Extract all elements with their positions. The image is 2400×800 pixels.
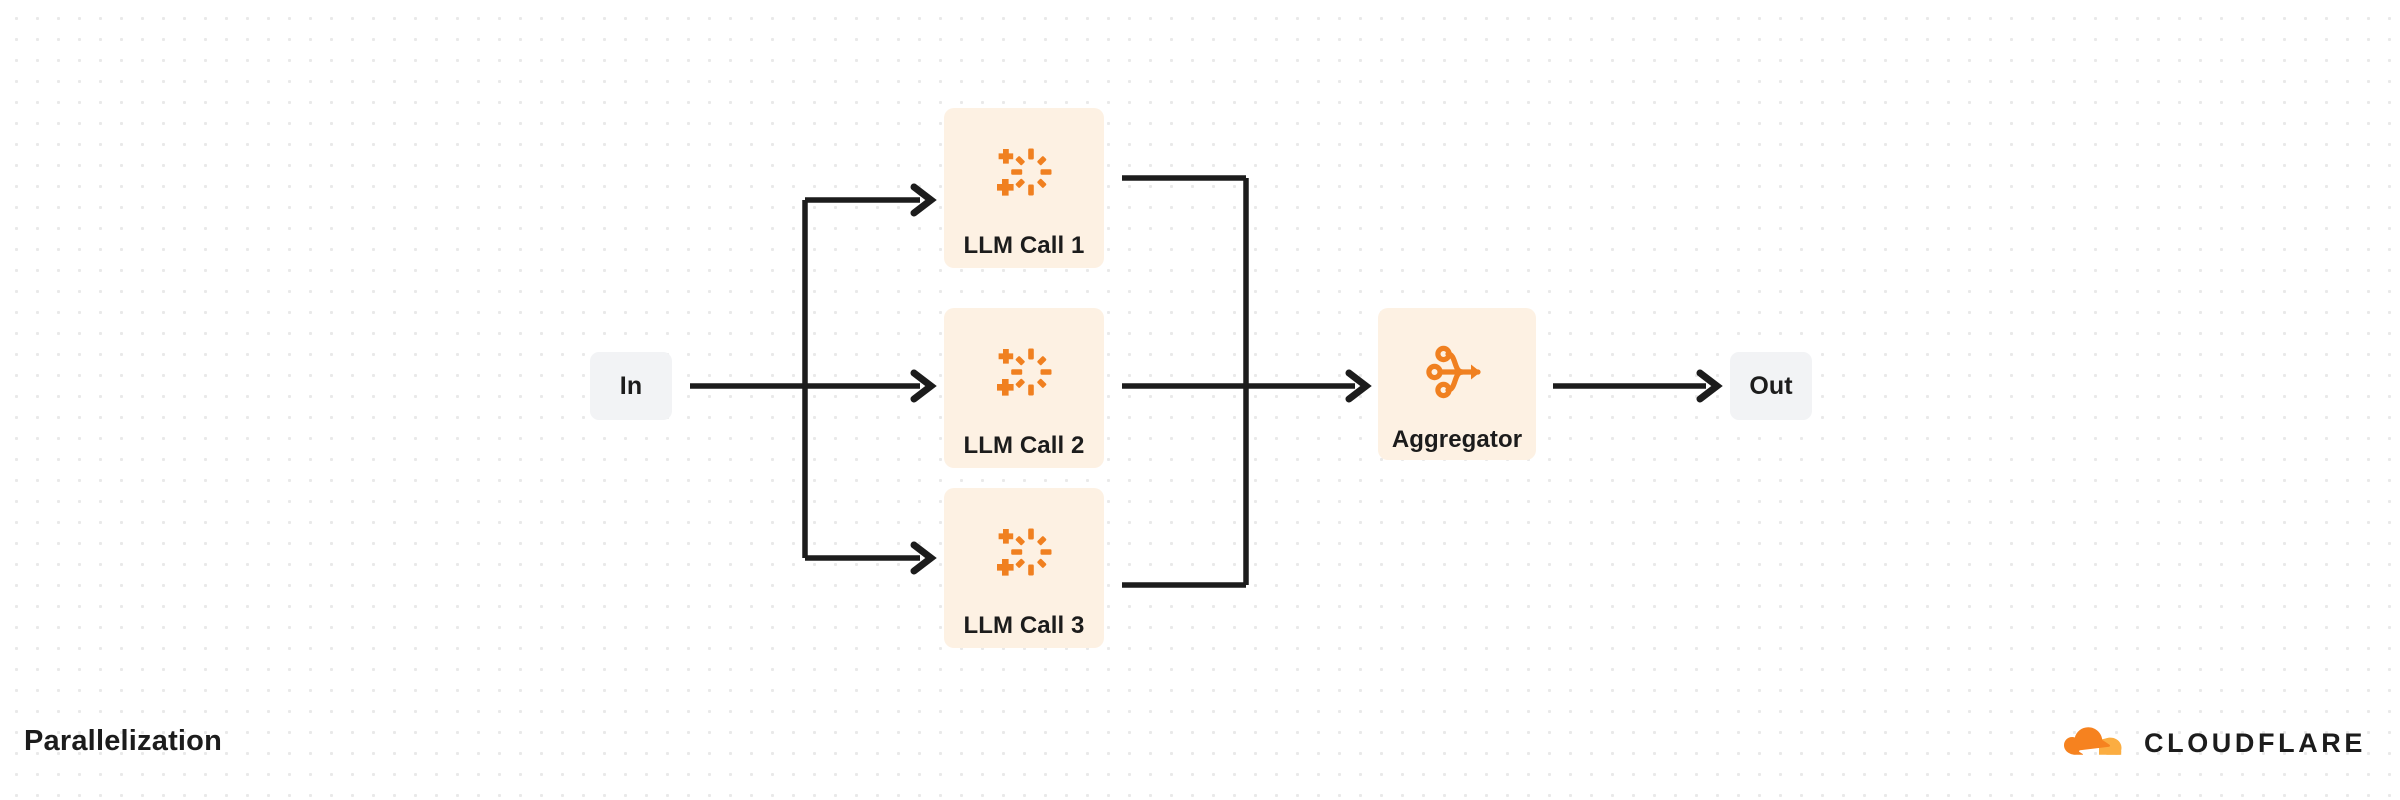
arrowhead-llm1 <box>914 187 931 213</box>
node-llm-call-2-label: LLM Call 2 <box>963 432 1085 459</box>
ai-sparkle-icon <box>997 528 1052 576</box>
node-llm-call-3[interactable]: LLM Call 3 <box>944 488 1104 648</box>
cloudflare-brand: CLOUDFLARE <box>2063 726 2366 760</box>
node-llm-call-1[interactable]: LLM Call 1 <box>944 108 1104 268</box>
node-llm-call-3-label: LLM Call 3 <box>963 612 1085 639</box>
cloudflare-cloud-logo <box>2064 727 2122 755</box>
ai-sparkle-icon <box>997 148 1052 196</box>
node-out[interactable]: Out <box>1730 352 1812 420</box>
node-in[interactable]: In <box>590 352 672 420</box>
node-out-label: Out <box>1749 371 1793 400</box>
diagram-title: Parallelization <box>24 725 223 757</box>
merge-arrow-icon <box>1426 345 1481 399</box>
node-llm-call-2[interactable]: LLM Call 2 <box>944 308 1104 468</box>
cloudflare-wordmark: CLOUDFLARE <box>2144 727 2366 758</box>
node-llm-call-1-label: LLM Call 1 <box>963 232 1085 259</box>
arrowhead-aggregator <box>1349 373 1366 399</box>
ai-sparkle-icon <box>997 348 1052 396</box>
node-aggregator[interactable]: Aggregator <box>1378 308 1536 460</box>
arrowhead-llm3 <box>914 545 931 571</box>
arrowhead-llm2 <box>914 373 931 399</box>
node-in-label: In <box>619 371 643 400</box>
node-aggregator-label: Aggregator <box>1391 426 1523 453</box>
arrowhead-out <box>1700 373 1717 399</box>
